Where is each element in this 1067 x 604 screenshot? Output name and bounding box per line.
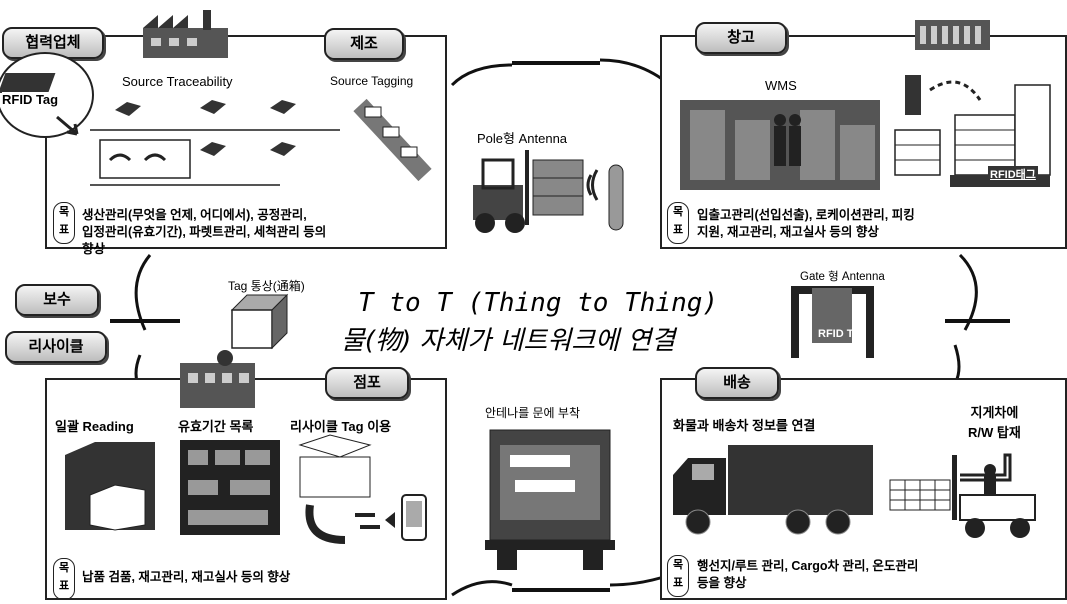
- gate-antenna-icon: [791, 286, 874, 358]
- delivery-truck-icon: [673, 445, 873, 535]
- maintenance-label: 보수: [15, 284, 99, 316]
- manufacturing-goal-marker: 목 표: [53, 202, 75, 244]
- warehouse-goal-marker: 목 표: [667, 202, 689, 244]
- wms-label: WMS: [765, 78, 797, 93]
- delivery-title: 배송: [695, 367, 779, 399]
- reading-gate-icon: [65, 442, 155, 531]
- source-tagging-cars-icon: [353, 98, 432, 182]
- link-info-label: 화물과 배송차 정보를 연결: [673, 418, 816, 433]
- door-antenna-label: 안테나를 문에 부착: [485, 406, 580, 420]
- recycle-tag-label: 리사이클 Tag 이용: [290, 419, 392, 434]
- recycle-label: 리사이클: [5, 331, 107, 363]
- delivery-goal-text: 행선지/루트 관리, Cargo차 관리, 온도관리 등을 향상: [697, 559, 919, 590]
- expiry-list-label: 유효기간 목록: [178, 419, 254, 434]
- manufacturing-panel: [45, 35, 447, 249]
- store-title: 점포: [325, 367, 409, 399]
- shelf-photo-icon: [180, 440, 280, 535]
- forklift-rw-label: 지게차에 R/W 탑재: [968, 405, 1021, 440]
- gate-rfid-tag-label: RFID Tag: [818, 328, 866, 340]
- arrow-icon: [56, 115, 79, 136]
- forklift-pole-antenna-icon: [473, 150, 624, 233]
- warehouse-title: 창고: [695, 22, 787, 54]
- warehouse-building-icon: [915, 20, 990, 50]
- rfid-tag-label: RFID Tag: [2, 92, 59, 107]
- store-goal-text: 납품 검품, 재고관리, 재고실사 등의 향상: [82, 570, 291, 584]
- center-title: T to T (Thing to Thing): [358, 288, 719, 318]
- warehouse-shelves-icon: [680, 100, 880, 190]
- manufacturing-title: 제조: [324, 28, 404, 60]
- forklift-icon: [889, 453, 1036, 538]
- store-building-icon: [180, 350, 255, 408]
- source-traceability-label: Source Traceability: [122, 74, 233, 89]
- recycle-box-icon: [298, 434, 427, 544]
- manufacturing-goal-text: 생산관리(무엇을 언제, 어디에서), 공정관리, 입정관리(유효기간), 파렛…: [82, 208, 327, 256]
- warehouse-goal-text: 입출고관리(선입선출), 로케이션관리, 피킹 지원, 재고관리, 재고실사 등…: [697, 208, 915, 239]
- store-goal-marker: 목 표: [53, 558, 75, 600]
- pole-antenna-label: Pole형 Antenna: [477, 131, 568, 146]
- conveyor-icon: [90, 100, 340, 186]
- center-subtitle: 물(物) 자체가 네트워크에 연결: [341, 326, 676, 356]
- source-tagging-label: Source Tagging: [330, 74, 414, 88]
- container-box-icon: [230, 293, 289, 350]
- truck-back-icon: [485, 429, 615, 570]
- warehouse-rfid-tag-label: RFID태그: [988, 166, 1038, 182]
- gate-antenna-label: Gate 형 Antenna: [800, 271, 885, 283]
- tag-shared-label: Tag 통상(通箱): [228, 279, 305, 293]
- factory-icon: [143, 10, 228, 58]
- bulk-reading-label: 일괄 Reading: [55, 419, 134, 434]
- delivery-goal-marker: 목 표: [667, 555, 689, 597]
- pallet-stack-icon: [894, 75, 1051, 187]
